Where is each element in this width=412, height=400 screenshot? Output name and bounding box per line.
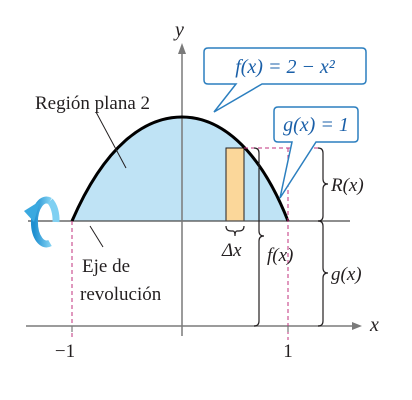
braces	[225, 147, 329, 327]
curve-f	[70, 115, 290, 222]
f-label: f(x)	[267, 245, 293, 266]
y-axis-arrow-icon	[178, 43, 186, 54]
delta-x-label: Δx	[221, 240, 242, 261]
axis-of-revolution-label-line1: Eje de	[82, 256, 130, 277]
tick-label-1: 1	[283, 341, 293, 362]
g-label: g(x)	[331, 264, 362, 285]
x-axis-label: x	[369, 314, 379, 336]
callout-g-text: g(x) = 1	[283, 114, 349, 136]
R-label: R(x)	[330, 175, 364, 196]
region-leader	[95, 111, 127, 169]
region-label: Región plana 2	[35, 93, 150, 114]
representative-rectangle	[225, 147, 245, 222]
f-brace	[253, 147, 265, 327]
axis-of-revolution-label-line2: revolución	[80, 284, 162, 305]
callout-f: f(x) = 2 − x²	[203, 47, 367, 113]
rotation-arrow-icon	[24, 196, 60, 248]
axis-leader	[89, 225, 104, 248]
y-axis-label: y	[173, 19, 184, 41]
plane-region	[72, 117, 288, 221]
callout-f-text: f(x) = 2 − x²	[235, 56, 336, 78]
g-brace	[317, 220, 329, 327]
x-axis-arrow-icon	[352, 322, 362, 330]
tick-label-neg1: −1	[55, 341, 75, 362]
callout-g: g(x) = 1	[273, 106, 359, 199]
R-brace	[317, 147, 329, 222]
delta-x-brace	[225, 225, 245, 237]
